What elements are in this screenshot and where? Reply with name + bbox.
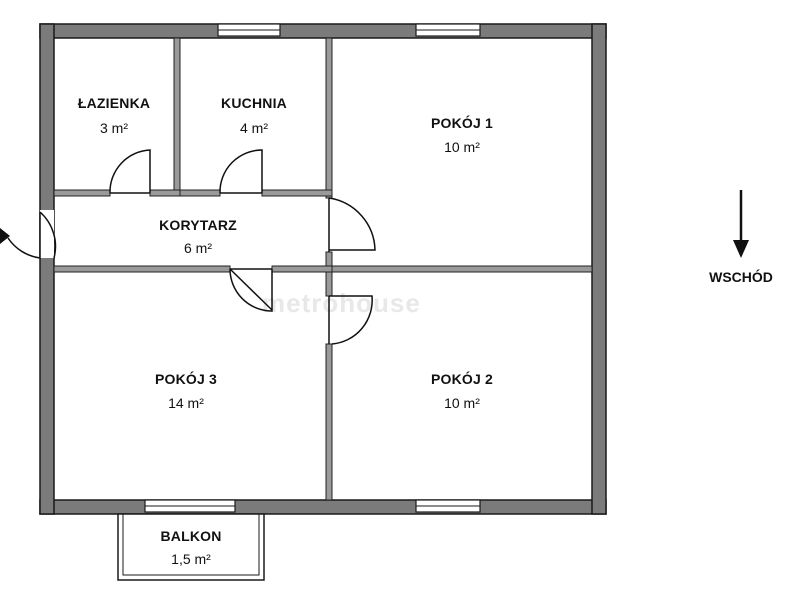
room-name: POKÓJ 1 <box>431 114 493 131</box>
room-area: 4 m² <box>240 120 268 136</box>
room-area: 1,5 m² <box>171 551 211 567</box>
down-arrow-icon <box>733 190 749 258</box>
room-name: KUCHNIA <box>221 95 287 111</box>
room-label-korytarz: KORYTARZ 6 m² <box>159 217 237 256</box>
room-label-kuchnia: KUCHNIA 4 m² <box>221 95 287 136</box>
room-label-pokoj2: POKÓJ 2 10 m² <box>431 370 493 411</box>
room-area: 3 m² <box>100 120 128 136</box>
room-name: ŁAZIENKA <box>78 95 150 111</box>
room-label-pokoj1: POKÓJ 1 10 m² <box>431 114 493 155</box>
room-name: KORYTARZ <box>159 217 237 233</box>
room-label-lazienka: ŁAZIENKA 3 m² <box>78 95 150 136</box>
room-area: 10 m² <box>444 395 480 411</box>
room-label-balkon: BALKON 1,5 m² <box>160 528 221 567</box>
balcony <box>117 513 265 581</box>
room-area: 6 m² <box>184 240 212 256</box>
watermark-text: metrohouse <box>262 288 421 318</box>
compass: WSCHÓD <box>709 190 773 285</box>
entrance-arrow-icon <box>0 228 10 244</box>
compass-label: WSCHÓD <box>709 268 773 285</box>
doors <box>0 149 376 345</box>
room-name: POKÓJ 2 <box>431 370 493 387</box>
room-area: 10 m² <box>444 139 480 155</box>
room-name: BALKON <box>160 528 221 544</box>
room-label-pokoj3: POKÓJ 3 14 m² <box>155 370 217 411</box>
room-name: POKÓJ 3 <box>155 370 217 387</box>
room-area: 14 m² <box>168 395 204 411</box>
windows <box>144 23 481 513</box>
